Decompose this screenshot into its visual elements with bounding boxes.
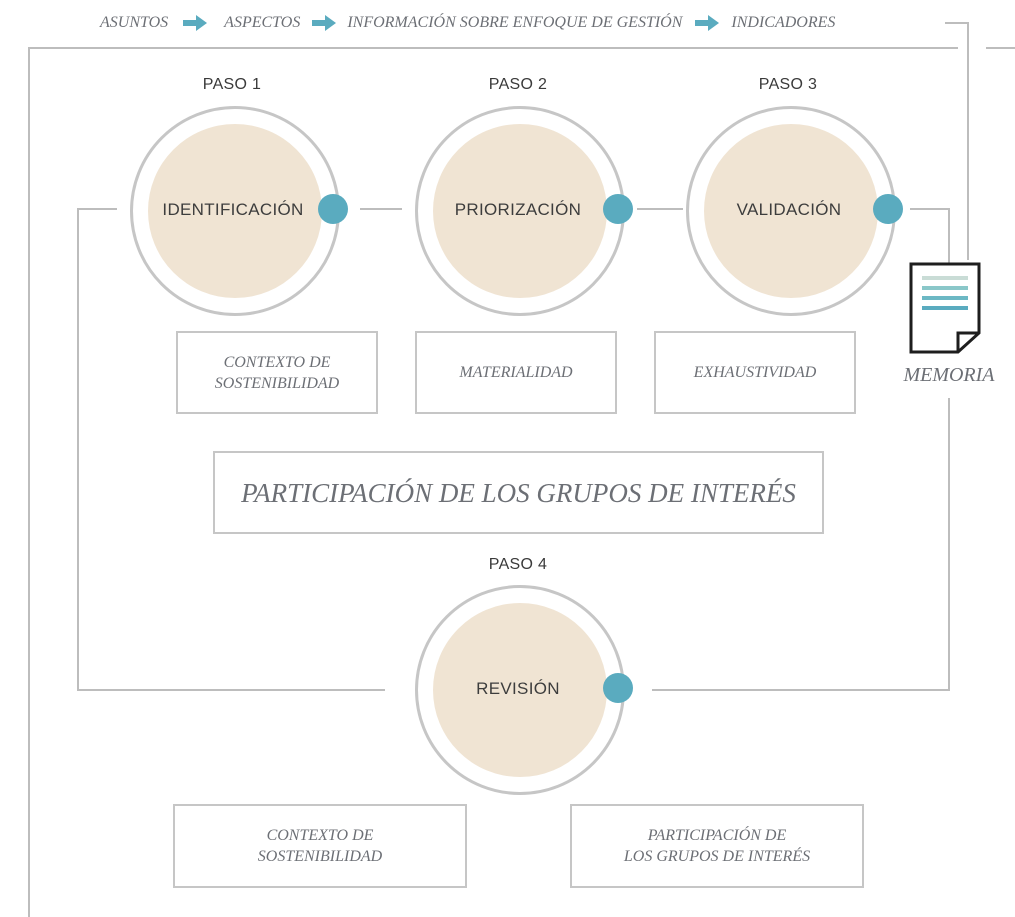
header-line-right [945,22,969,24]
step-4-dot [603,673,633,703]
header-item-aspectos: ASPECTOS [224,14,301,31]
box-exhaustividad-text: EXHAUSTIVIDAD [693,364,817,381]
step-2-dot [603,194,633,224]
step-1-label: IDENTIFICACIÓN [162,200,304,219]
arrow-right-icon [695,15,720,31]
connector-3-memoria [910,208,950,210]
box-participacion-grupos-interes-2-text: PARTICIPACIÓN DE LOS GRUPOS DE INTERÉS [623,827,811,865]
outer-frame-top-right [986,47,1015,49]
step-4-disc [433,603,607,777]
box-contexto-sostenibilidad-1: CONTEXTO DE SOSTENIBILIDAD [176,331,378,414]
step-2-number: PASO 2 [488,76,548,93]
process-header: ASUNTOS ASPECTOS INFORMACIÓN SOBRE ENFOQ… [100,11,835,35]
step-4-label: REVISIÓN [476,679,560,698]
step-2-label: PRIORIZACIÓN [454,200,582,219]
step-3-disc [704,124,878,298]
header-item-asuntos: ASUNTOS [100,14,169,31]
box-contexto-sostenibilidad-1-text: CONTEXTO DE SOSTENIBILIDAD [214,353,340,392]
memoria-top-connector [967,22,969,260]
connector-3-memoria-down [948,208,950,263]
box-contexto-sostenibilidad-2: CONTEXTO DE SOSTENIBILIDAD [173,804,467,888]
document-icon [909,262,981,354]
box-participacion-grupos-interes-text: PARTICIPACIÓN DE LOS GRUPOS DE INTERÉS [241,477,796,508]
box-contexto-sostenibilidad-2-text: CONTEXTO DE SOSTENIBILIDAD [257,827,383,865]
connector-2-3 [637,208,683,210]
memoria-label: MEMORIA [903,364,995,386]
step-1-disc [148,124,322,298]
loop-bottom-left [77,689,385,691]
loop-left-vertical [77,208,79,691]
loop-right-vertical [948,398,950,691]
box-exhaustividad: EXHAUSTIVIDAD [654,331,856,414]
step-3-number: PASO 3 [758,76,818,93]
step-3-dot [873,194,903,224]
connector-1-2 [360,208,402,210]
step-3-label: VALIDACIÓN [736,200,842,219]
loop-left-top [77,208,117,210]
outer-frame-top [28,47,958,49]
box-materialidad: MATERIALIDAD [415,331,617,414]
arrow-right-icon [312,15,337,31]
step-1-dot [318,194,348,224]
header-item-enfoque-gestion: INFORMACIÓN SOBRE ENFOQUE DE GESTIÓN [347,14,683,31]
loop-bottom-right [652,689,950,691]
box-materialidad-text: MATERIALIDAD [459,364,573,381]
outer-frame-left [28,47,30,917]
header-item-indicadores: INDICADORES [731,14,836,31]
step-2-disc [433,124,607,298]
arrow-right-icon [183,15,208,31]
step-4-number: PASO 4 [488,556,548,573]
box-participacion-grupos-interes-2: PARTICIPACIÓN DE LOS GRUPOS DE INTERÉS [570,804,864,888]
box-participacion-grupos-interes: PARTICIPACIÓN DE LOS GRUPOS DE INTERÉS [213,451,824,534]
step-1-number: PASO 1 [202,76,262,93]
